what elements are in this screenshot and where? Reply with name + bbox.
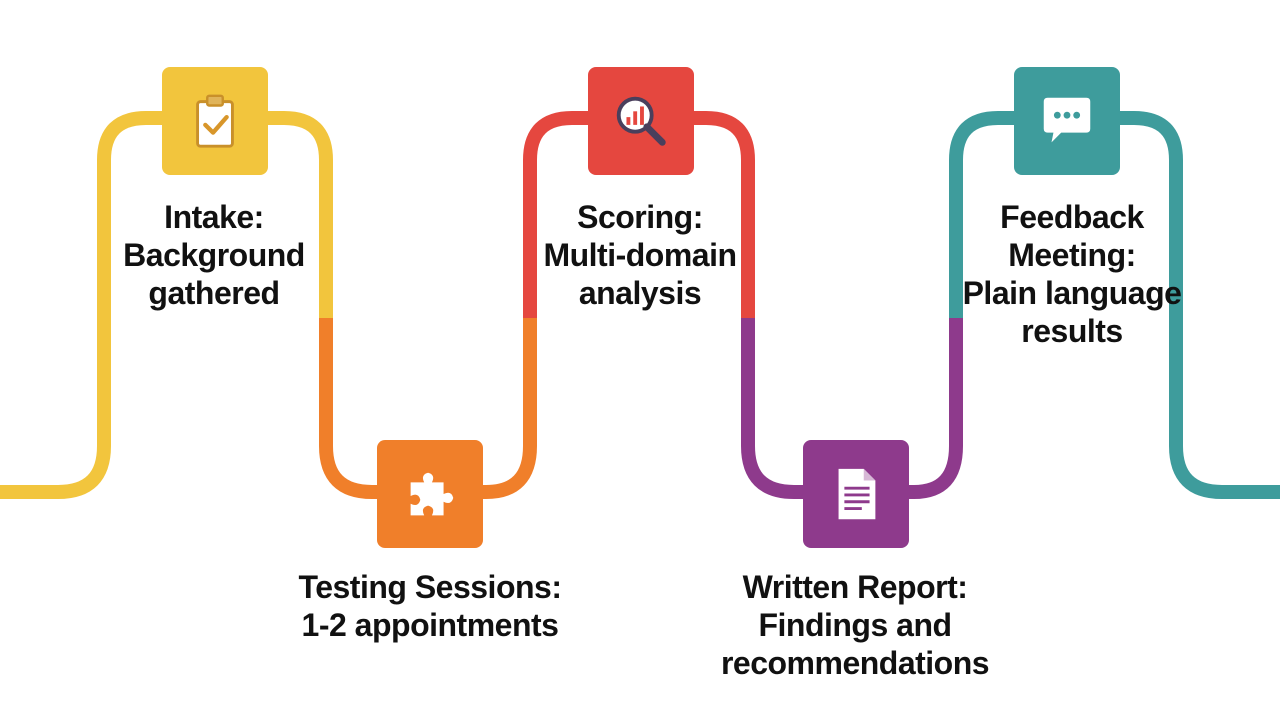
step-4-line-3: recommendations [720,645,990,681]
step-2-line-2: 1-2 appointments [301,607,559,643]
step-4-caption: Written Report: Findings and recommendat… [720,568,990,682]
path-segment-purple [741,318,963,499]
step-2-title: Testing Sessions: [298,569,562,605]
path-segment-teal [949,111,1280,499]
step-3-box [588,67,694,175]
step-5-line-3: Plain language [962,275,1182,311]
step-5-caption: Feedback Meeting: Plain language results [963,198,1182,350]
step-3-title: Scoring: [577,199,703,235]
step-2-caption: Testing Sessions: 1-2 appointments [299,568,562,644]
step-1-caption: Intake: Background gathered [123,198,305,312]
step-1-line-2: Background [123,237,305,273]
step-4-line-2: Findings and [758,607,952,643]
step-1-box [162,67,268,175]
step-2-box [377,440,483,548]
speech-bubble-icon [1043,97,1091,143]
puzzle-piece-icon [410,472,454,516]
step-5-line-4: results [1021,313,1123,349]
clipboard-check-icon [196,94,234,148]
step-3-line-3: analysis [578,275,702,311]
step-1-line-3: gathered [148,275,280,311]
path-segment-yellow [0,111,333,499]
magnifier-chart-icon [616,96,666,146]
step-3-caption: Scoring: Multi-domain analysis [543,198,737,312]
step-3-line-2: Multi-domain [543,237,737,273]
step-5-box [1014,67,1120,175]
step-1-title: Intake: [164,199,264,235]
step-4-box [803,440,909,548]
step-5-title: Feedback [1000,199,1144,235]
document-icon [838,468,876,520]
step-5-line-2: Meeting: [1008,237,1136,273]
step-4-title: Written Report: [742,569,968,605]
